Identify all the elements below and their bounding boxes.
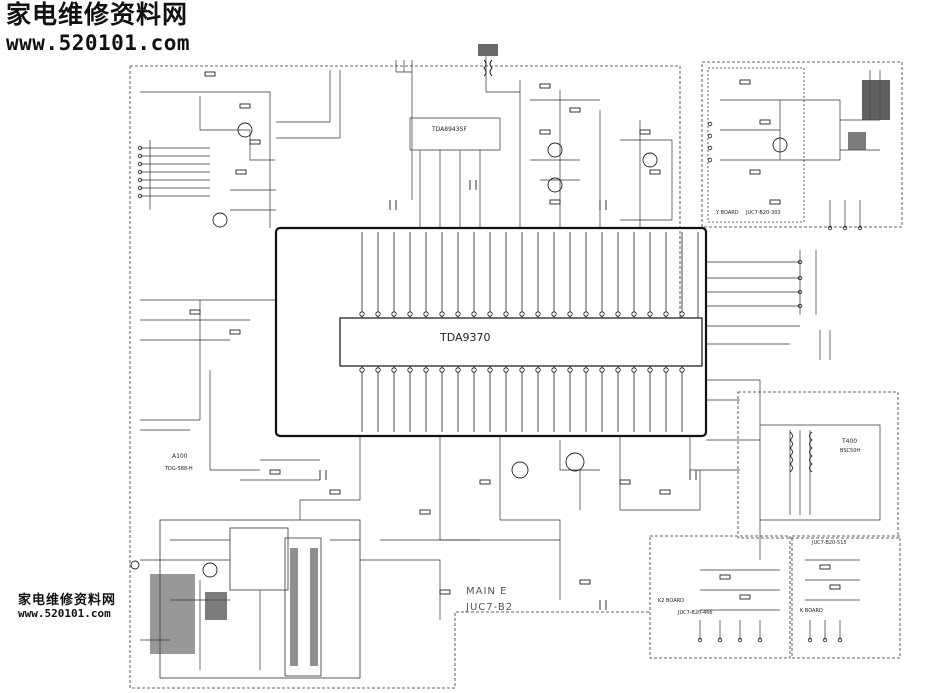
main-board-label: MAIN E [466, 586, 508, 597]
main-board-code-label: JUC7-B2 [466, 602, 514, 613]
watermark-top: 家电维修资料网 www.520101.com [6, 2, 190, 54]
watermark-mid-site-url: www.520101.com [18, 607, 111, 621]
transformer-part-label: BSC50H [840, 448, 861, 454]
small-ic-label: A100 [172, 453, 188, 460]
watermark-site-url: www.520101.com [6, 31, 191, 55]
k2-board-code-label: JUC7-B20-466 [678, 610, 713, 616]
watermark-site-name: 家电维修资料网 [6, 0, 189, 29]
k-board-label: K BOARD [800, 608, 823, 614]
k2-board-label: K2 BOARD [658, 598, 684, 604]
small-ic-part-label: TDG-588-H [165, 466, 193, 472]
secondary-ic-label: TDA8943SF [432, 126, 467, 133]
main-ic-label: TDA9370 [440, 331, 491, 344]
watermark-mid-site-name: 家电维修资料网 [18, 593, 117, 608]
transformer-label: T400 [842, 438, 858, 445]
watermark-mid: 家电维修资料网 www.520101.com [18, 593, 117, 621]
y-board-label: Y BOARD [716, 210, 739, 216]
k-board-code-label: JUC7-B20-515 [812, 540, 847, 546]
y-board-code-label: JUC7-B20-303 [746, 210, 781, 216]
